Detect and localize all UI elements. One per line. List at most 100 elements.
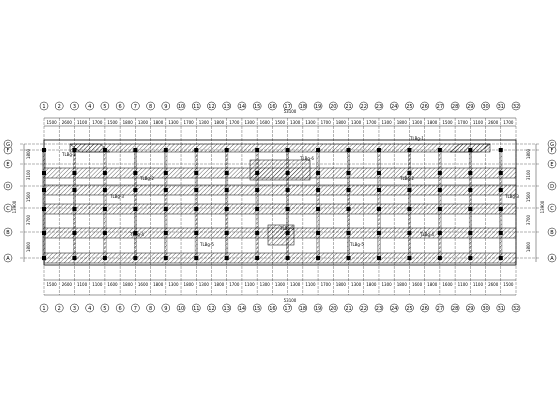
column bbox=[42, 188, 46, 192]
axis-bubble-label: 6 bbox=[119, 306, 122, 312]
wall-band bbox=[69, 143, 491, 153]
axis-bubble-label: 11 bbox=[193, 306, 199, 312]
axis-bubble-number bbox=[313, 101, 323, 111]
column bbox=[346, 148, 351, 152]
beam-tag: TLBg-1 bbox=[61, 152, 76, 157]
axis-bubble-number bbox=[420, 303, 429, 313]
left-dim-segment: 1800 bbox=[26, 241, 31, 252]
axis-bubble-label: 18 bbox=[300, 104, 306, 110]
axis-bubble-number bbox=[329, 101, 338, 111]
axis-bubble-number bbox=[511, 101, 521, 111]
top-dim-segment: 1600 bbox=[260, 120, 271, 125]
axis-bubble-label: 30 bbox=[482, 104, 488, 110]
axis-bubble-number bbox=[252, 101, 262, 111]
column bbox=[316, 256, 321, 260]
axis-bubble-label: 26 bbox=[421, 104, 427, 110]
core-lower bbox=[267, 224, 295, 246]
column bbox=[102, 207, 107, 211]
top-dim-segment: 1300 bbox=[305, 120, 316, 125]
column bbox=[224, 148, 229, 152]
column bbox=[133, 148, 138, 152]
column bbox=[102, 188, 107, 192]
column bbox=[437, 231, 442, 235]
axis-bubble-label: 27 bbox=[437, 104, 443, 110]
axis-bubble-letter bbox=[3, 253, 13, 263]
top-dim-segment: 1100 bbox=[473, 120, 484, 125]
axis-bubble-label: 13 bbox=[224, 306, 230, 312]
axis-bubble-number bbox=[359, 101, 368, 111]
axis-bubbles: 1122334455667788991010111112121313141415… bbox=[3, 101, 557, 313]
axis-bubble-number bbox=[161, 303, 171, 313]
axis-bubble-number bbox=[496, 101, 506, 111]
axis-bubble-letter bbox=[547, 203, 557, 213]
axis-bubble-letter bbox=[547, 253, 557, 263]
top-dim-segment: 1300 bbox=[168, 120, 179, 125]
bottom-dim-segment: 1100 bbox=[458, 282, 469, 287]
left-total-dim: 13900 bbox=[12, 200, 17, 213]
axis-bubble-number bbox=[268, 303, 277, 313]
axis-bubble-label: 14 bbox=[239, 306, 245, 312]
column bbox=[285, 231, 290, 235]
bottom-dim-segment: 1700 bbox=[229, 282, 240, 287]
top-dim-segment: 1500 bbox=[442, 120, 453, 125]
column bbox=[194, 207, 199, 211]
beam-tag: TLBg-4 bbox=[129, 232, 144, 237]
axis-bubble-number bbox=[420, 101, 429, 111]
column bbox=[285, 256, 290, 260]
top-dim-segment: 1700 bbox=[503, 120, 514, 125]
top-dim-segment: 1800 bbox=[123, 120, 134, 125]
axis-bubble-label: 29 bbox=[467, 306, 473, 312]
column bbox=[498, 231, 503, 235]
axis-bubble-letter bbox=[3, 203, 13, 213]
bottom-dim-segment: 1100 bbox=[244, 282, 255, 287]
bottom-dim-segment: 1600 bbox=[107, 282, 118, 287]
axis-bubble-number bbox=[115, 101, 125, 111]
axis-bubble-letter bbox=[3, 159, 13, 169]
column bbox=[224, 188, 229, 192]
beam-tag: TLBg-6 bbox=[299, 156, 314, 161]
column bbox=[255, 256, 260, 260]
column bbox=[72, 171, 77, 175]
axis-bubble-number bbox=[450, 101, 460, 111]
bottom-dim-segment: 1800 bbox=[366, 282, 377, 287]
axis-bubble-label: D bbox=[550, 184, 554, 190]
axis-bubble-number bbox=[207, 303, 216, 313]
axis-bubble-label: 8 bbox=[149, 104, 152, 110]
axis-bubble-number bbox=[131, 101, 140, 111]
axis-bubble-label: 21 bbox=[345, 306, 351, 312]
axis-bubble-label: 17 bbox=[284, 306, 290, 312]
column bbox=[407, 171, 412, 175]
column bbox=[133, 256, 138, 260]
axis-bubble-label: E bbox=[550, 162, 553, 168]
column bbox=[163, 256, 168, 260]
top-dim-segment: 1800 bbox=[427, 120, 438, 125]
axis-bubble-label: 5 bbox=[103, 104, 106, 110]
axis-bubble-label: 18 bbox=[300, 306, 306, 312]
column bbox=[163, 207, 168, 211]
bottom-dim-segment: 1300 bbox=[290, 282, 301, 287]
column bbox=[42, 231, 46, 235]
bottom-dim-segment: 1800 bbox=[427, 282, 438, 287]
column bbox=[468, 148, 473, 152]
axis-bubble-label: 7 bbox=[134, 306, 137, 312]
axis-bubble-label: C bbox=[6, 206, 10, 212]
wall-vertical bbox=[194, 149, 198, 261]
axis-bubble-label: C bbox=[550, 206, 554, 212]
column bbox=[102, 231, 107, 235]
wall-vertical bbox=[225, 149, 229, 261]
axis-bubble-label: 29 bbox=[467, 104, 473, 110]
axis-bubble-label: 25 bbox=[406, 306, 412, 312]
column bbox=[255, 148, 260, 152]
column bbox=[407, 256, 412, 260]
axis-bubble-number bbox=[268, 101, 277, 111]
axis-bubble-number bbox=[359, 303, 368, 313]
wall-hatching bbox=[42, 139, 517, 266]
axis-bubble-label: 22 bbox=[361, 104, 367, 110]
structural-columns bbox=[42, 148, 503, 260]
axis-bubble-number bbox=[329, 303, 338, 313]
axis-bubble-label: 31 bbox=[498, 306, 504, 312]
beam-tag: TLBg-3 bbox=[504, 194, 519, 199]
column bbox=[437, 148, 442, 152]
column bbox=[498, 148, 503, 152]
column bbox=[72, 188, 77, 192]
